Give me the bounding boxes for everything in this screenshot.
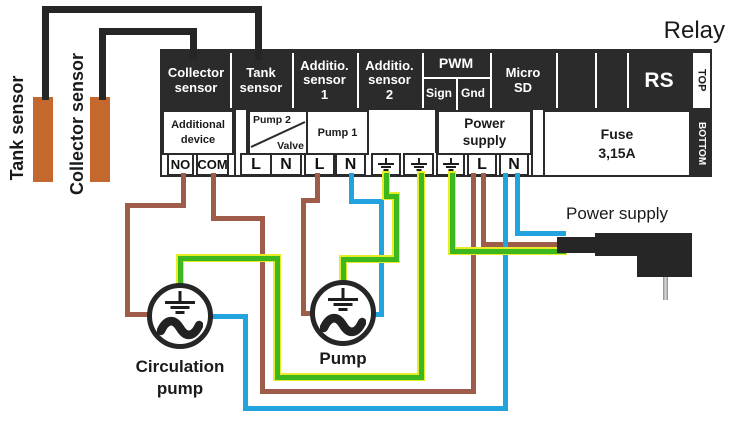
tank-sensor-probe — [33, 97, 53, 182]
cell-pump2-label: Pump 2 — [253, 114, 291, 126]
earth-icon — [377, 158, 395, 171]
wire-pump1-live-to-pump-seg — [300, 197, 320, 203]
pump-symbol — [310, 280, 376, 346]
divider — [230, 53, 232, 108]
terminal-earth-1 — [371, 153, 401, 176]
wire-circulation-pump-to-neutral-seg — [242, 405, 508, 411]
wire-com-to-power-live-seg — [259, 215, 265, 394]
earth-icon — [442, 158, 460, 171]
pump-label: Pump — [319, 349, 367, 368]
wire-no-to-circulation-pump-seg — [124, 202, 130, 317]
relay-title: Relay — [663, 17, 725, 44]
collector-sensor-cable-seg — [189, 27, 197, 60]
wire-power-neutral-to-plug-seg — [514, 172, 520, 236]
ac-wave-icon — [320, 313, 366, 337]
wire-com-to-power-live-seg — [210, 215, 265, 221]
wire-com-to-power-live-seg — [259, 388, 476, 394]
block-header-row — [162, 51, 691, 110]
wire-circulation-pump-to-neutral-seg — [207, 313, 248, 319]
wire-com-to-power-live-seg — [470, 172, 476, 394]
wire-pump1-live-to-pump-seg — [314, 172, 320, 203]
power-plug-pin — [663, 277, 668, 300]
earth-icon — [327, 288, 359, 312]
header-pwm: PWM — [438, 55, 474, 72]
earth-icon — [410, 158, 428, 171]
power-plug-body — [595, 233, 692, 256]
wire-earth2-to-circulation-pump-seg — [274, 374, 424, 380]
cell-valve-label: Valve — [277, 140, 304, 152]
divider — [595, 53, 597, 108]
divider — [422, 53, 424, 108]
header-rs: RS — [644, 68, 674, 92]
earth-icon — [164, 291, 196, 315]
circulation-pump-symbol — [147, 283, 213, 349]
collector-sensor-cable-seg — [98, 27, 197, 35]
divider — [234, 110, 236, 175]
power-plug-lower — [637, 255, 692, 277]
header-collector-sensor: Collector sensor — [167, 64, 225, 95]
wire-earth2-to-circulation-pump-seg — [418, 172, 424, 380]
wire-no-to-circulation-pump-seg — [124, 202, 186, 208]
header-pwm-gnd: Gnd — [461, 85, 485, 100]
cell-additional-device: Additional device — [162, 110, 234, 155]
divider — [627, 53, 629, 108]
wire-earth1-to-pump-seg — [340, 256, 346, 289]
wire-no-to-circulation-pump-seg — [124, 311, 153, 317]
wire-earth2-to-circulation-pump-seg — [177, 255, 183, 292]
terminal-no: NO — [167, 153, 194, 176]
power-supply-label: Power supply — [566, 204, 669, 223]
divider — [246, 110, 248, 155]
wire-circulation-pump-to-neutral-seg — [502, 172, 508, 411]
wire-no-to-circulation-pump-seg — [180, 172, 186, 208]
divider — [490, 53, 492, 108]
block-outline — [160, 49, 712, 177]
header-additio-sensor-2: Additio. sensor 2 — [365, 57, 414, 102]
diagonal-divider — [250, 121, 306, 148]
collector-sensor-cable-seg — [98, 27, 106, 100]
cell-power-supply: Power supply — [437, 110, 532, 155]
wire-pump1-live-to-pump-seg — [300, 197, 306, 316]
header-tank-sensor: Tank sensor — [239, 64, 283, 95]
wire-earth3-to-plug-seg — [449, 172, 455, 254]
wire-pump1-neutral-to-pump-seg — [348, 198, 384, 204]
wire-circulation-pump-to-neutral-seg — [242, 313, 248, 411]
wire-power-neutral-to-plug-seg — [514, 230, 566, 236]
wire-pump1-live-to-pump-seg — [300, 310, 317, 316]
cell-pump2-valve: Pump 2 Valve — [248, 110, 308, 155]
divider — [367, 110, 369, 153]
ac-wave-icon — [157, 316, 203, 340]
wire-pump1-neutral-to-pump-seg — [348, 172, 354, 204]
divider — [357, 53, 359, 108]
wire-earth2-to-circulation-pump-seg — [177, 255, 280, 261]
divider — [456, 79, 458, 110]
power-plug-connector — [557, 237, 597, 253]
divider — [422, 77, 490, 79]
wire-power-live-to-plug-seg — [480, 172, 486, 247]
wire-com-to-power-live-seg — [210, 172, 216, 221]
divider — [556, 53, 558, 108]
terminal-earth-3 — [436, 153, 465, 176]
tank-sensor-cable-seg — [41, 5, 49, 100]
tank-sensor-cable-seg — [254, 5, 262, 60]
header-additio-sensor-1: Additio. sensor 1 — [300, 57, 349, 102]
wire-earth1-to-pump-seg — [383, 172, 389, 199]
block-bottom-side-label: BOTTOM — [691, 110, 712, 177]
divider — [435, 110, 437, 153]
wire-earth1-to-pump-seg — [340, 256, 399, 262]
wire-earth1-to-pump-seg — [383, 193, 399, 199]
divider — [531, 110, 533, 175]
collector-sensor-probe — [90, 97, 110, 182]
wire-earth3-to-plug-seg — [449, 248, 566, 254]
wire-earth2-to-circulation-pump-seg — [274, 255, 280, 380]
circulation-pump-label: Circulation pump — [135, 357, 225, 399]
wire-power-live-to-plug-seg — [480, 241, 566, 247]
divider — [292, 53, 294, 108]
header-pwm-sign: Sign — [426, 85, 452, 100]
tank-sensor-cable-seg — [41, 5, 262, 13]
wire-earth1-to-pump-seg — [393, 193, 399, 262]
header-micro-sd: Micro SD — [505, 64, 541, 95]
